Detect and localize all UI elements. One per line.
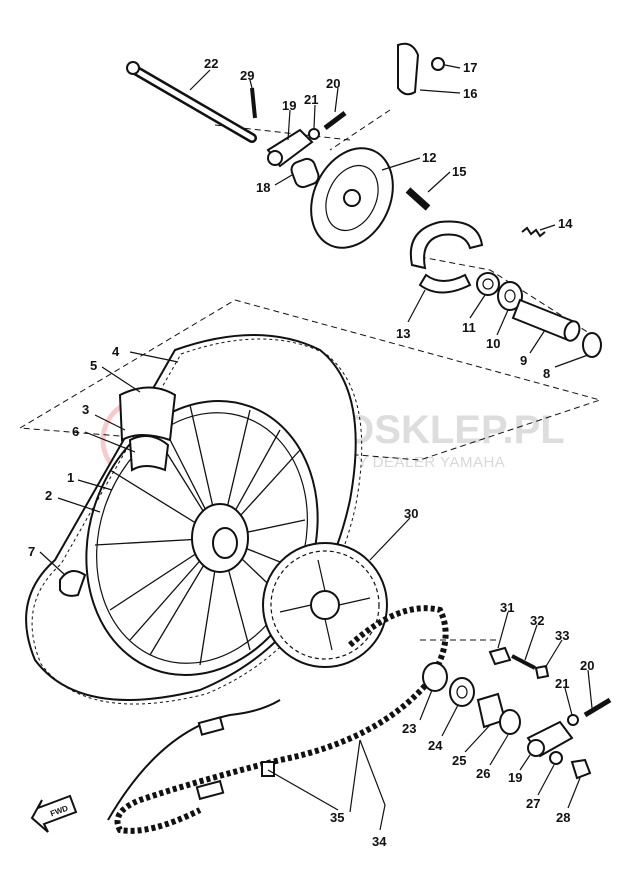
callout-8: 8: [543, 366, 550, 381]
callout-23: 23: [402, 721, 416, 736]
callout-labels: 22 29 19 21 20 18 12 15 17 16 14 13 11 1…: [28, 56, 594, 849]
callout-31: 31: [500, 600, 514, 615]
tension-bar-lower: [488, 646, 512, 666]
callout-20-top: 20: [326, 76, 340, 91]
callout-17: 17: [463, 60, 477, 75]
callout-19-bottom: 19: [508, 770, 522, 785]
callout-10: 10: [486, 336, 500, 351]
callout-34: 34: [372, 834, 387, 849]
callout-19-top: 19: [282, 98, 296, 113]
fwd-marker: FWD: [30, 794, 78, 833]
callout-1: 1: [67, 470, 74, 485]
callout-13: 13: [396, 326, 410, 341]
oil-seal-lower: [449, 677, 475, 707]
callout-9: 9: [520, 353, 527, 368]
callout-2: 2: [45, 488, 52, 503]
adjusting-bolt-lower: [583, 697, 612, 718]
callout-3: 3: [82, 402, 89, 417]
collar: [290, 157, 320, 189]
axle-nut: [570, 758, 592, 780]
rim-band: [118, 386, 177, 442]
spacer: [511, 298, 581, 342]
callout-24: 24: [428, 738, 443, 753]
rear-axle: [126, 61, 257, 143]
camshaft: [405, 187, 431, 211]
callout-6: 6: [72, 424, 79, 439]
callout-21-bottom: 21: [555, 676, 569, 691]
callout-32: 32: [530, 613, 544, 628]
callout-5: 5: [90, 358, 97, 373]
nut-lower: [567, 714, 579, 726]
callout-18: 18: [256, 180, 270, 195]
callout-27: 27: [526, 796, 540, 811]
callout-14: 14: [558, 216, 573, 231]
callout-12: 12: [422, 150, 436, 165]
tension-bar: [397, 42, 445, 96]
rear-sprocket: [262, 542, 388, 668]
bearing: [497, 281, 523, 311]
sprocket-bearing: [422, 662, 448, 692]
callout-30: 30: [404, 506, 418, 521]
leader-lines: [39, 64, 593, 831]
nut-stay: [534, 664, 550, 680]
callout-7: 7: [28, 544, 35, 559]
spacer-flange: [582, 332, 602, 358]
tube: [128, 435, 170, 472]
callout-33: 33: [555, 628, 569, 643]
callout-20-bottom: 20: [580, 658, 594, 673]
callout-35: 35: [330, 810, 344, 825]
dash-arm-line: [329, 109, 391, 151]
sprocket-hub-parts: [422, 646, 612, 780]
bolt-lower: [511, 654, 536, 670]
cotter-pin: [250, 87, 257, 119]
brake-shoe-plate: [310, 147, 394, 249]
callout-16: 16: [463, 86, 477, 101]
spacer-lower: [499, 709, 521, 735]
chain-adjuster-left: [266, 128, 314, 168]
drive-chain: [107, 605, 449, 834]
callout-29: 29: [240, 68, 254, 83]
brake-shoe: [409, 220, 484, 294]
brake-spring: [521, 226, 546, 238]
callout-11: 11: [462, 320, 476, 335]
callout-15: 15: [452, 164, 466, 179]
valve-cap: [59, 570, 87, 597]
callout-4: 4: [112, 344, 120, 359]
dash-drum-line: [409, 254, 601, 341]
oil-seal: [476, 272, 500, 296]
callout-28: 28: [556, 810, 570, 825]
washer: [549, 751, 563, 765]
callout-21-top: 21: [304, 92, 318, 107]
fwd-arrow-icon: [30, 794, 78, 833]
callout-25: 25: [452, 753, 466, 768]
adjusting-bolt-top: [308, 111, 347, 140]
callout-26: 26: [476, 766, 490, 781]
callout-22: 22: [204, 56, 218, 71]
